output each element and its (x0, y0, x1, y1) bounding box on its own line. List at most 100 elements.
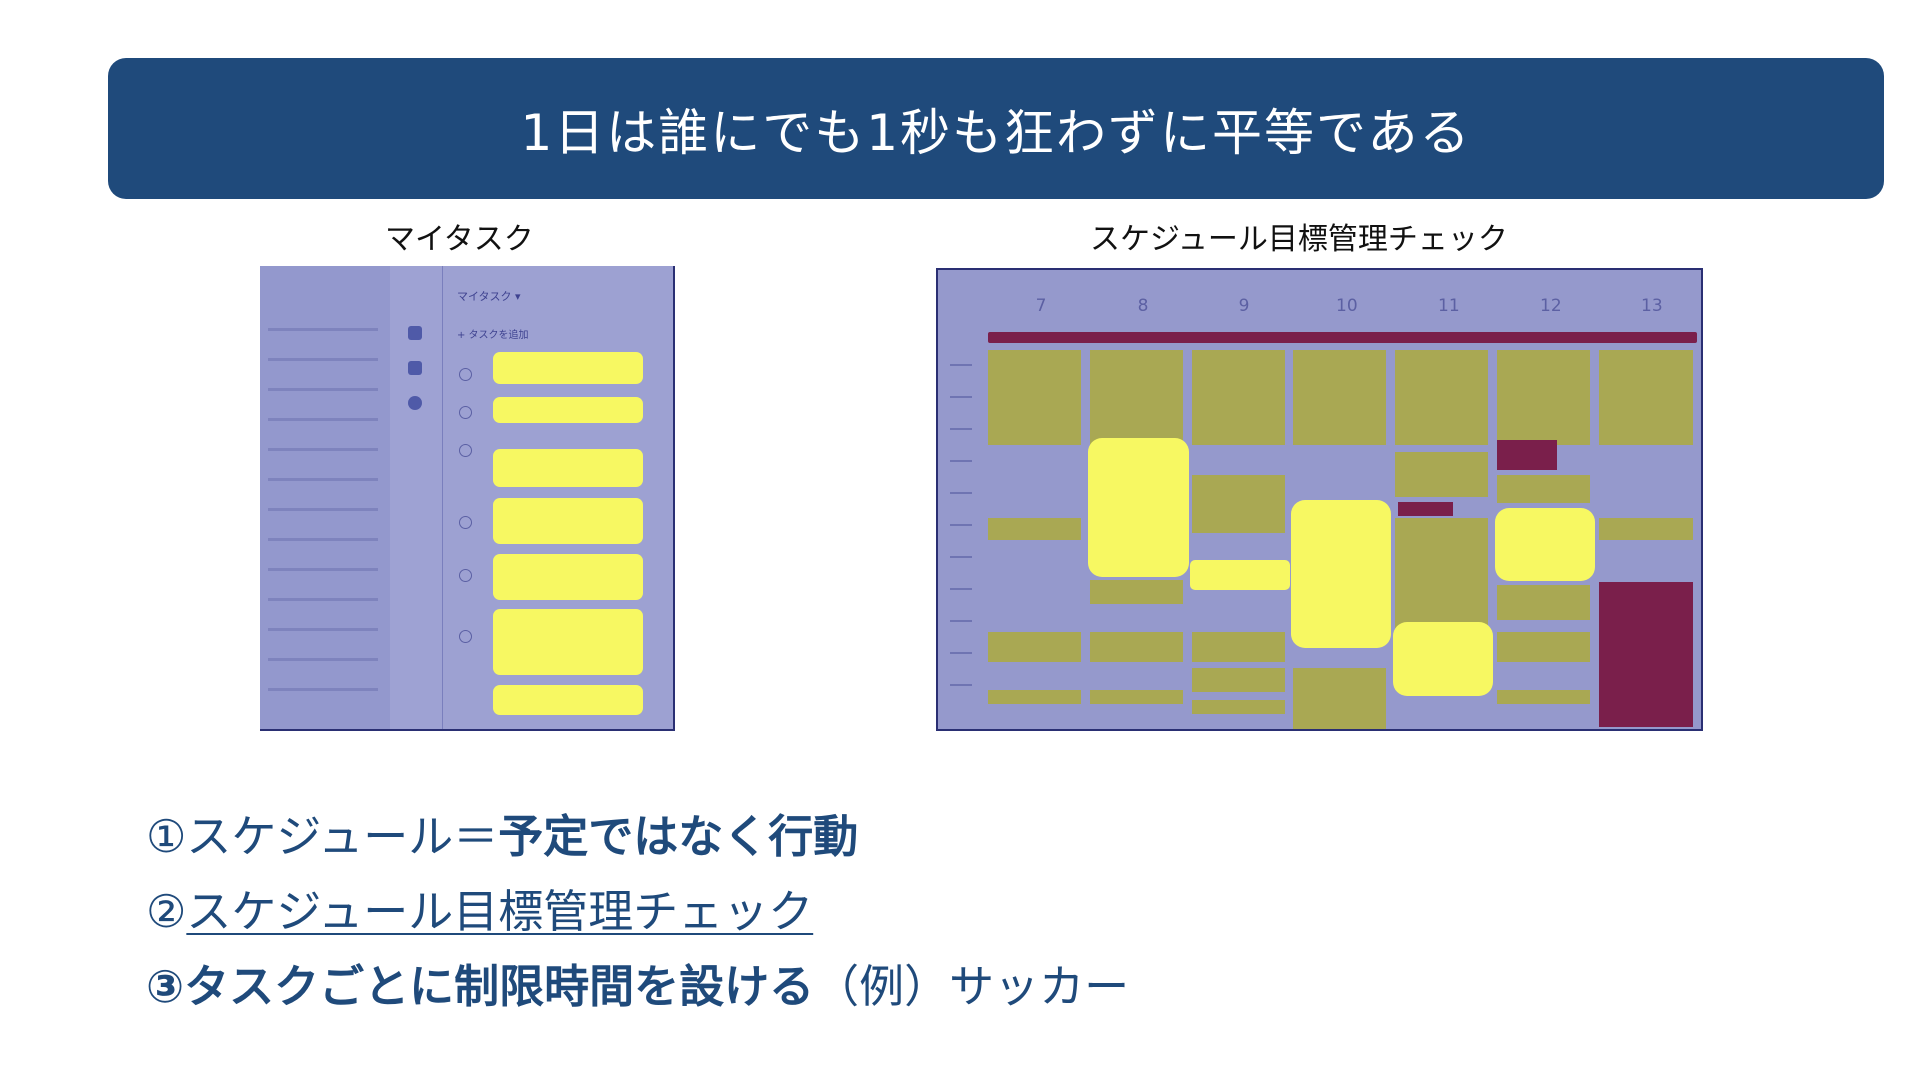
calendar-event[interactable] (1192, 475, 1285, 533)
highlight-mask (1291, 500, 1391, 648)
list-row (268, 658, 378, 661)
list-row (268, 538, 378, 541)
list-row (268, 358, 378, 361)
list-row (268, 688, 378, 691)
calendar-event[interactable] (1497, 475, 1590, 503)
calendar-event-dark[interactable] (1398, 502, 1453, 516)
point-2-number: ② (146, 885, 187, 938)
list-row (268, 508, 378, 511)
point-3-text: （例）サッカー (814, 960, 1130, 1013)
title-banner: 1日は誰にでも1秒も狂わずに平等である (108, 58, 1884, 199)
calendar-event[interactable] (1599, 518, 1693, 540)
point-1-number: ① (146, 810, 187, 863)
task-checkbox[interactable] (459, 368, 472, 381)
page-title: 1日は誰にでも1秒も狂わずに平等である (520, 103, 1472, 162)
point-3-number: ③ (146, 960, 185, 1013)
tasks-caption: マイタスク (385, 222, 534, 257)
list-row (268, 568, 378, 571)
time-tick (950, 556, 972, 558)
list-row (268, 448, 378, 451)
keep-icon[interactable] (408, 361, 422, 375)
day-label: 12 (1540, 296, 1562, 316)
list-row (268, 628, 378, 631)
highlight-mask (493, 397, 643, 423)
highlight-mask (493, 685, 643, 715)
time-tick (950, 428, 972, 430)
task-checkbox[interactable] (459, 406, 472, 419)
highlight-mask (1190, 560, 1290, 590)
calendar-event[interactable] (1497, 690, 1590, 704)
point-1-bold: 予定ではなく行動 (498, 810, 859, 863)
point-3: ③タスクごとに制限時間を設ける（例）サッカー (146, 950, 1129, 1015)
highlight-mask (1495, 508, 1595, 581)
day-label: 9 (1238, 296, 1250, 316)
task-list-column (260, 266, 390, 729)
list-row (268, 598, 378, 601)
day-label: 10 (1336, 296, 1358, 316)
add-task-button[interactable]: + タスクを追加 (457, 330, 529, 341)
day-label: 13 (1641, 296, 1663, 316)
calendar-event[interactable] (1192, 668, 1285, 692)
calendar-event[interactable] (1192, 632, 1285, 662)
tasks-screenshot: マイタスク ▾ + タスクを追加 (260, 266, 675, 731)
schedule-caption: スケジュール目標管理チェック (1090, 222, 1508, 257)
time-tick (950, 524, 972, 526)
highlight-mask (1088, 438, 1189, 577)
calendar-event-dark[interactable] (1497, 440, 1557, 470)
calendar-event[interactable] (1599, 350, 1693, 445)
calendar-event[interactable] (988, 350, 1081, 445)
time-tick (950, 620, 972, 622)
calendar-event[interactable] (1090, 350, 1183, 445)
calendar-event[interactable] (1497, 632, 1590, 662)
calendar-event[interactable] (988, 690, 1081, 704)
task-checkbox[interactable] (459, 569, 472, 582)
time-axis (938, 350, 982, 720)
highlight-mask (493, 352, 643, 384)
list-row (268, 328, 378, 331)
task-checkbox[interactable] (459, 630, 472, 643)
schedule-check-link[interactable]: スケジュール目標管理チェック (186, 885, 814, 938)
tasks-panel-title[interactable]: マイタスク ▾ (457, 290, 521, 303)
day-label: 8 (1137, 296, 1149, 316)
calendar-event[interactable] (988, 518, 1081, 540)
point-1-text: スケジュール＝ (186, 810, 499, 863)
tasks-icon[interactable] (408, 396, 422, 410)
calendar-event[interactable] (1090, 690, 1183, 704)
calendar-event[interactable] (1293, 668, 1386, 729)
calendar-icon[interactable] (408, 326, 422, 340)
day-label: 7 (1035, 296, 1047, 316)
time-tick (950, 492, 972, 494)
time-tick (950, 396, 972, 398)
calendar-event[interactable] (988, 632, 1081, 662)
time-tick (950, 652, 972, 654)
calendar-event[interactable] (1192, 700, 1285, 714)
calendar-event[interactable] (1192, 350, 1285, 445)
highlight-mask (493, 449, 643, 487)
all-day-event[interactable] (988, 332, 1697, 343)
calendar-event[interactable] (1497, 585, 1590, 620)
task-checkbox[interactable] (459, 444, 472, 457)
highlight-mask (1393, 622, 1493, 696)
task-checkbox[interactable] (459, 516, 472, 529)
list-row (268, 478, 378, 481)
highlight-mask (493, 609, 643, 675)
point-2: ②スケジュール目標管理チェック (146, 875, 813, 940)
point-3-bold: タスクごとに制限時間を設ける (184, 960, 815, 1013)
day-label: 11 (1438, 296, 1460, 316)
calendar-event[interactable] (1090, 580, 1183, 604)
list-row (268, 388, 378, 391)
calendar-event[interactable] (1395, 518, 1488, 628)
calendar-event-dark[interactable] (1599, 582, 1693, 727)
calendar-event[interactable] (1090, 632, 1183, 662)
calendar-event[interactable] (1293, 350, 1386, 445)
highlight-mask (493, 554, 643, 600)
calendar-event[interactable] (1395, 350, 1488, 445)
time-tick (950, 460, 972, 462)
time-tick (950, 684, 972, 686)
side-nav (390, 266, 442, 729)
calendar-event[interactable] (1497, 350, 1590, 445)
schedule-screenshot: 7 8 9 10 11 12 13 (936, 268, 1703, 731)
time-tick (950, 588, 972, 590)
highlight-mask (493, 498, 643, 544)
calendar-event[interactable] (1395, 452, 1488, 497)
